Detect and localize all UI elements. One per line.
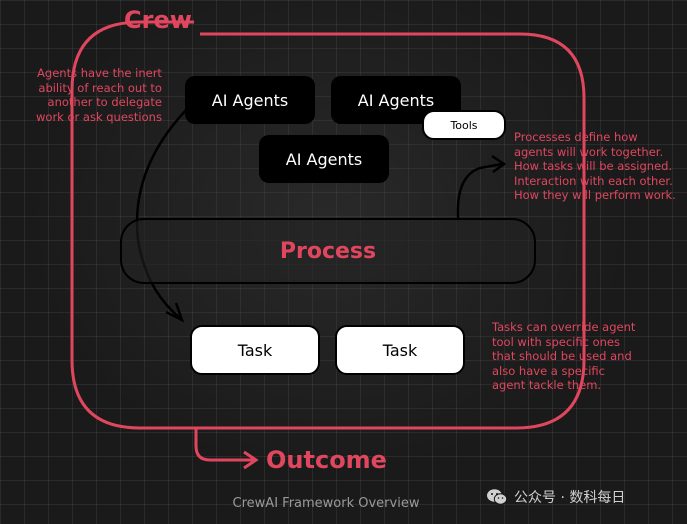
tasks-note: Tasks can override agent tool with speci… (492, 320, 636, 392)
process-node[interactable]: Process (120, 218, 536, 284)
outcome-label: Outcome (266, 446, 387, 474)
agent-node-3[interactable]: AI Agents (259, 135, 389, 183)
agent-to-task-line (135, 109, 187, 319)
task-node-1[interactable]: Task (190, 325, 320, 375)
outcome-arrow (194, 428, 254, 462)
task-node-2[interactable]: Task (335, 325, 465, 375)
wechat-icon (487, 489, 508, 505)
watermark-text: 公众号 · 数科每日 (514, 490, 626, 506)
agent-node-1[interactable]: AI Agents (185, 76, 315, 124)
agent-node-2[interactable]: AI Agents (331, 76, 461, 124)
watermark: 公众号 · 数科每日 (486, 487, 625, 507)
agents-note: Agents have the inert ability of reach o… (36, 66, 162, 124)
crew-title: Crew (124, 6, 192, 34)
tools-node[interactable]: Tools (422, 110, 506, 140)
process-to-note-line (456, 162, 503, 219)
process-note: Processes define how agents will work to… (514, 130, 676, 202)
diagram-caption: CrewAI Framework Overview (232, 496, 420, 511)
crew-frame (70, 20, 586, 430)
